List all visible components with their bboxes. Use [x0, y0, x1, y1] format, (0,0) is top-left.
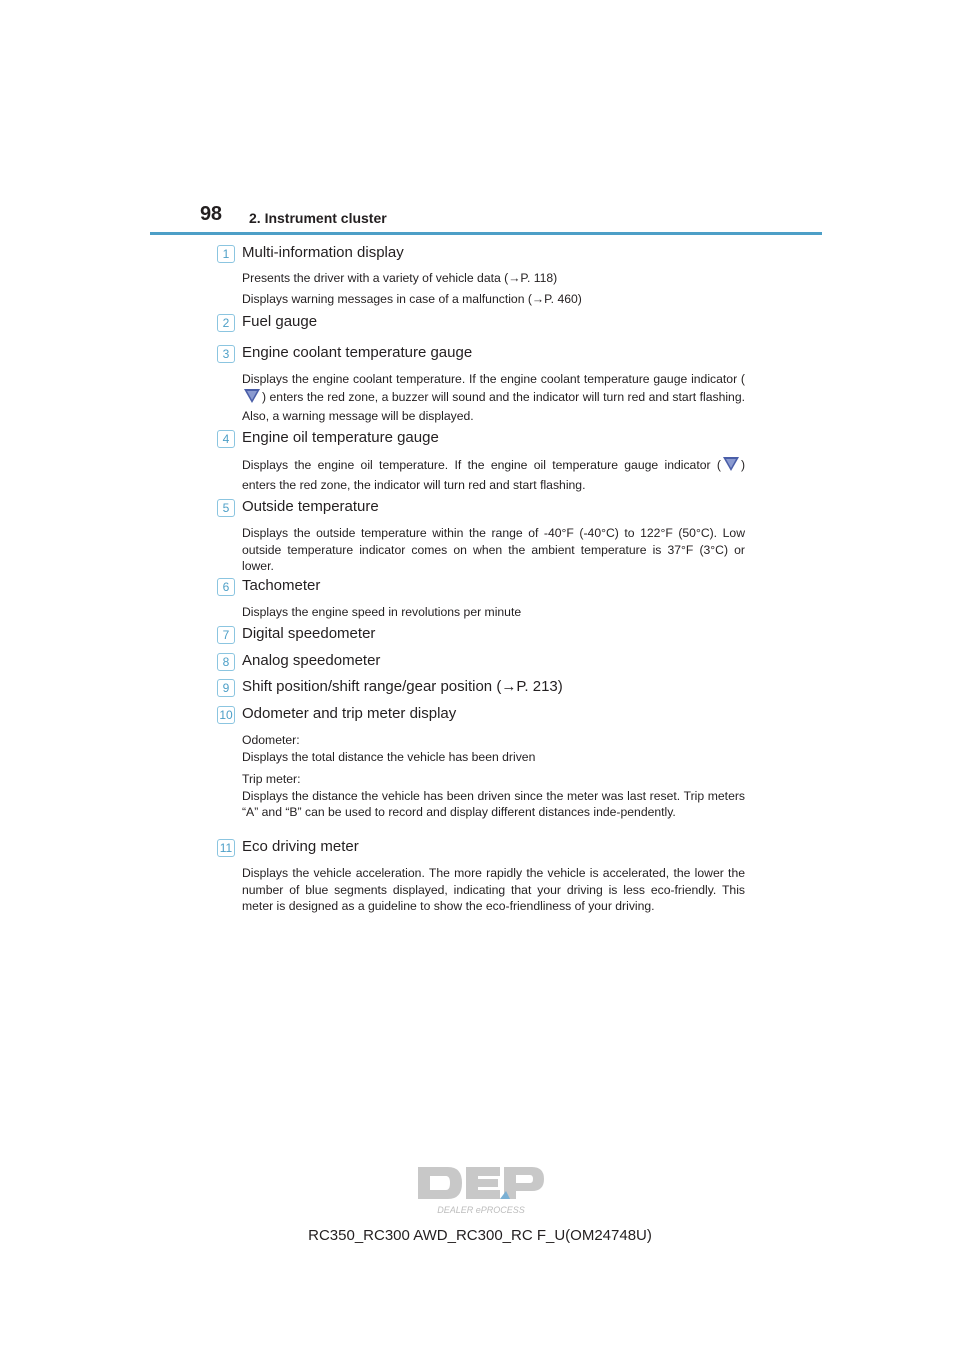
item-number-badge: 5 [217, 499, 235, 517]
item-number-badge: 4 [217, 430, 235, 448]
item-number-badge: 2 [217, 314, 235, 332]
item-description: Displays the engine oil temperature. If … [242, 456, 745, 493]
item-title: Engine coolant temperature gauge [242, 344, 473, 361]
description-paragraph: Displays the engine oil temperature. If … [242, 456, 745, 493]
item-title: Eco driving meter [242, 838, 359, 855]
description-text: ) enters the red zone, a buzzer will sou… [242, 389, 745, 424]
item-description: Presents the driver with a variety of ve… [242, 270, 745, 307]
model-code: RC350_RC300 AWD_RC300_RC F_U(OM24748U) [308, 1227, 652, 1244]
dep-logo-icon: DEALER ePROCESS [414, 1163, 548, 1219]
item-title: Odometer and trip meter display [242, 705, 457, 722]
item-number-badge: 1 [217, 245, 235, 263]
section-title: 2. Instrument cluster [249, 210, 387, 226]
footer: RC350_RC300 AWD_RC300_RC F_U(OM24748U) [0, 1227, 960, 1244]
item-number-badge: 3 [217, 345, 235, 363]
item-number-badge: 8 [217, 653, 235, 671]
item-number-badge: 11 [217, 839, 235, 857]
item-number-badge: 9 [217, 679, 235, 697]
odometer-description: Displays the total distance the vehicle … [242, 749, 536, 764]
trip-meter-label: Trip meter: [242, 772, 301, 786]
description-line: Displays warning messages in case of a m… [242, 291, 582, 306]
description-text: Displays the engine coolant temperature.… [242, 372, 745, 386]
item-number-badge: 10 [217, 706, 235, 724]
odometer-label: Odometer: [242, 733, 300, 747]
item-title: Engine oil temperature gauge [242, 429, 439, 446]
trip-meter-description: Displays the distance the vehicle has be… [242, 788, 745, 820]
item-title: Analog speedometer [242, 652, 381, 669]
page-number: 98 [200, 203, 222, 225]
item-title: Fuel gauge [242, 313, 318, 330]
description-text: Displays the engine oil temperature. If … [242, 458, 721, 472]
item-title: Outside temperature [242, 498, 379, 515]
item-description: Displays the outside temperature within … [242, 526, 745, 573]
oil-temperature-indicator-icon [722, 456, 740, 477]
description-text: ) enters the red zone, the indicator wil… [242, 458, 745, 492]
item-title: Multi-information display [242, 244, 404, 261]
description-line: Presents the driver with a variety of ve… [242, 271, 558, 285]
item-description: Displays the vehicle acceleration. The m… [242, 866, 745, 913]
item-description: Displays the engine speed in revolutions… [242, 605, 522, 619]
page-header: 98 2. Instrument cluster [0, 0, 960, 240]
description-paragraph: Displays the engine coolant temperature.… [242, 371, 745, 425]
header-rule [150, 232, 822, 235]
logo-subtext: DEALER ePROCESS [437, 1205, 525, 1215]
item-title: Tachometer [242, 577, 321, 594]
item-description: Displays the engine coolant temperature.… [242, 371, 745, 425]
temperature-gauge-indicator-icon [243, 388, 261, 409]
item-description: Odometer: Displays the total distance th… [242, 732, 745, 821]
item-title: Digital speedometer [242, 625, 376, 642]
item-title: Shift position/shift range/gear position… [242, 678, 563, 695]
item-number-badge: 6 [217, 578, 235, 596]
item-number-badge: 7 [217, 626, 235, 644]
